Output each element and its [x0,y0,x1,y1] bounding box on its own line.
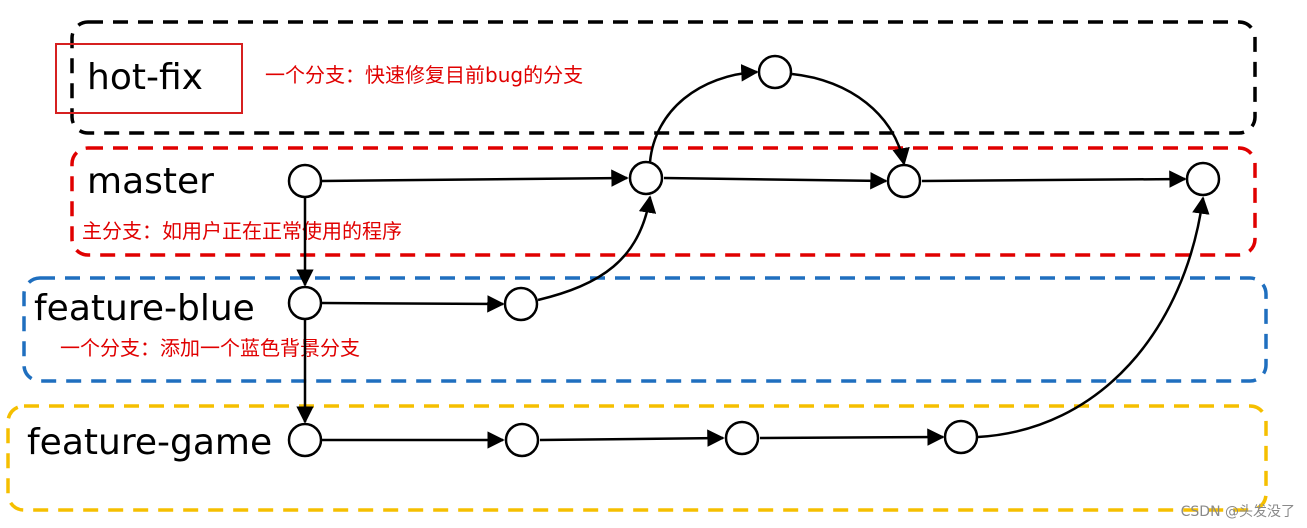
feature-game-commit-2 [504,422,540,458]
master-commit-3 [886,163,922,199]
master-lane-title: master [87,161,214,202]
edge-master-to-hotfix [648,64,759,163]
hotfix-lane-description: 一个分支：快速修复目前bug的分支 [265,63,583,87]
feature-blue-lane-box [22,276,1268,383]
edge-master-3-4 [921,170,1187,188]
edge-feature-blue-merge-master [537,195,657,302]
master-commit-4 [1185,161,1221,197]
feature-blue-lane-description: 一个分支：添加一个蓝色背景分支 [60,336,360,360]
feature-game-lane-box [6,404,1268,512]
watermark: CSDN @头发没了 [1181,504,1295,520]
master-lane-box [70,146,1257,257]
edge-master-2-3 [663,172,888,190]
edge-feature-game-3-4 [759,428,945,446]
feature-blue-lane-title: feature-blue [34,288,255,329]
hotfix-title-highlight [55,43,243,114]
commit-nodes [287,54,1221,458]
feature-game-commit-3 [724,420,760,456]
master-commit-2 [628,160,664,196]
master-lane-description: 主分支：如用户正在正常使用的程序 [82,219,402,243]
master-commit-1 [287,163,323,199]
hotfix-commit-1 [757,54,793,90]
feature-game-commit-1 [287,422,323,458]
feature-game-lane-title: feature-game [27,422,272,463]
commit-edges [296,64,1210,449]
feature-game-commit-4 [943,419,979,455]
edge-feature-game-merge-master [977,196,1210,439]
feature-blue-commit-2 [503,286,539,322]
edge-feature-blue-1-2 [321,295,505,313]
edge-feature-game-2-3 [539,429,725,447]
hotfix-lane-box [70,20,1257,135]
edge-hotfix-to-master [791,72,910,166]
feature-blue-commit-1 [287,285,323,321]
edge-master-1-2 [321,169,629,187]
hotfix-lane-title: hot-fix [87,57,203,98]
